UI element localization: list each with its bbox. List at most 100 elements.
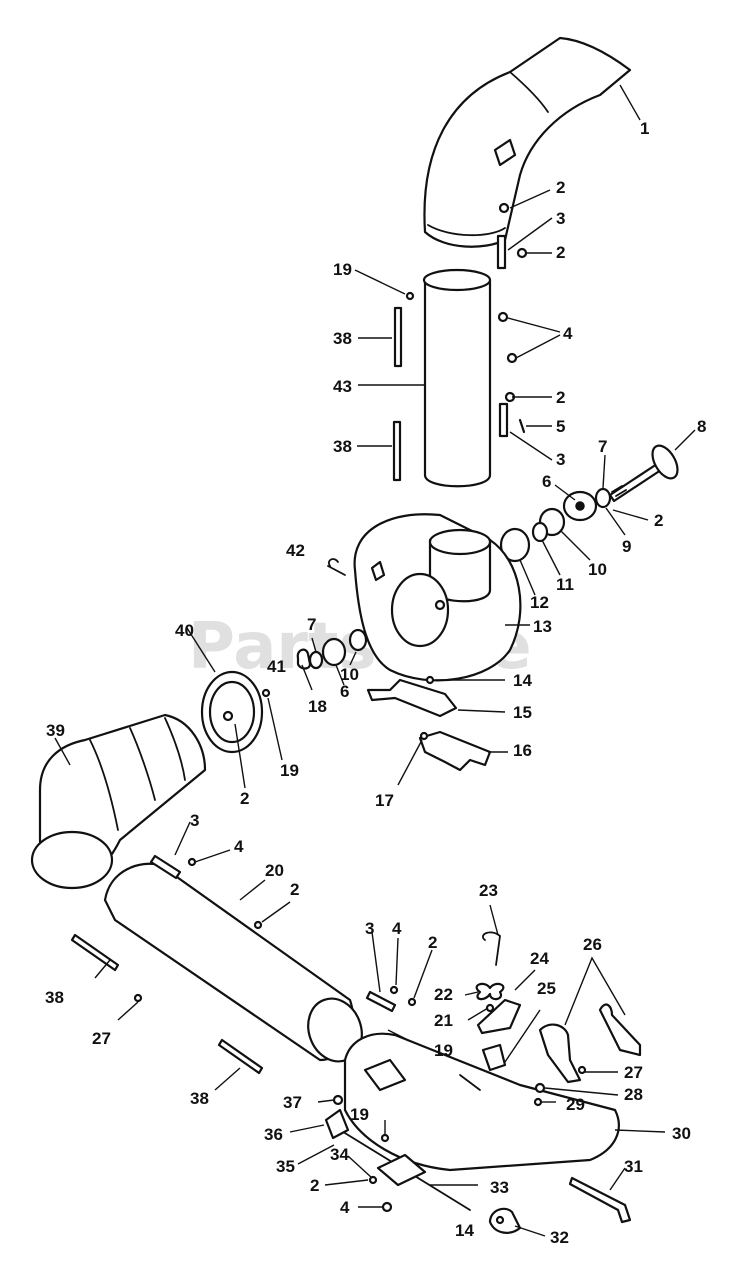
callout-2: 2 [556, 243, 565, 262]
callout-22: 22 [434, 985, 453, 1004]
clamp-bar-bottom-part[interactable] [217, 1038, 264, 1075]
callout-38: 38 [333, 329, 352, 348]
callout-10: 10 [588, 560, 607, 579]
callout-2: 2 [428, 933, 437, 952]
callout-3: 3 [190, 811, 199, 830]
bracket-31-part[interactable] [568, 1176, 632, 1224]
wing-nut-22-part[interactable] [475, 982, 505, 1001]
callout-31: 31 [624, 1157, 643, 1176]
strap-upper-part[interactable] [496, 234, 507, 270]
callout-7: 7 [307, 615, 316, 634]
callout-43: 43 [333, 377, 352, 396]
main-tube-part[interactable] [103, 862, 370, 1069]
bearing-set-upper-part[interactable] [499, 507, 566, 563]
callout-3: 3 [556, 209, 565, 228]
hardware-lower[interactable] [133, 675, 587, 1213]
callout-28: 28 [624, 1085, 643, 1104]
bracket-16-part[interactable] [418, 730, 492, 772]
blower-housing-part[interactable] [353, 513, 522, 682]
callout-5: 5 [556, 417, 565, 436]
callout-9: 9 [622, 537, 631, 556]
callout-14: 14 [455, 1221, 474, 1240]
callout-13: 13 [533, 617, 552, 636]
bracket-26a-part[interactable] [538, 1023, 582, 1084]
callout-38: 38 [333, 437, 352, 456]
callout-18: 18 [308, 697, 327, 716]
callout-23: 23 [479, 881, 498, 900]
callout-41: 41 [267, 657, 286, 676]
flex-hose-part[interactable] [30, 713, 207, 890]
callout-34: 34 [330, 1145, 349, 1164]
callout-38: 38 [45, 988, 64, 1007]
callout-14: 14 [513, 671, 532, 690]
callout-40: 40 [175, 621, 194, 640]
callout-35: 35 [276, 1157, 295, 1176]
callout-15: 15 [513, 703, 532, 722]
callout-6: 6 [542, 472, 551, 491]
callout-1: 1 [640, 119, 649, 138]
callout-labels: 1 2 3 2 19 38 4 43 2 5 38 3 8 7 6 2 9 10… [45, 119, 706, 1247]
callout-2: 2 [310, 1176, 319, 1195]
callout-27: 27 [624, 1063, 643, 1082]
strap-mid-part[interactable] [149, 854, 182, 880]
hardware-nuts[interactable] [405, 202, 528, 434]
callout-4: 4 [234, 837, 244, 856]
strap-right-part[interactable] [365, 990, 397, 1013]
callout-16: 16 [513, 741, 532, 760]
clamp-bar-left-part[interactable] [70, 933, 120, 972]
callout-2: 2 [290, 880, 299, 899]
callout-37: 37 [283, 1093, 302, 1112]
clamp-bar-middle-part[interactable] [392, 420, 402, 482]
callout-39: 39 [46, 721, 65, 740]
callout-4: 4 [340, 1198, 350, 1217]
callout-2: 2 [240, 789, 249, 808]
callout-30: 30 [672, 1124, 691, 1143]
bracket-15-part[interactable] [366, 678, 458, 718]
callout-29: 29 [566, 1095, 585, 1114]
callout-4: 4 [563, 324, 573, 343]
callout-26: 26 [583, 935, 602, 954]
bracket-25-part[interactable] [481, 1043, 507, 1072]
callout-6: 6 [340, 682, 349, 701]
discharge-elbow-part[interactable] [423, 36, 632, 248]
strap-lower-part[interactable] [498, 402, 509, 438]
callout-4: 4 [392, 919, 402, 938]
callout-3: 3 [556, 450, 565, 469]
callout-17: 17 [375, 791, 394, 810]
callout-38: 38 [190, 1089, 209, 1108]
callout-2: 2 [556, 388, 565, 407]
cover-plate-part[interactable] [200, 670, 264, 754]
callout-42: 42 [286, 541, 305, 560]
callout-7: 7 [598, 437, 607, 456]
clip-32-part[interactable] [488, 1207, 522, 1234]
leader-lines [54, 84, 696, 1237]
callout-3: 3 [365, 919, 374, 938]
clamp-bar-upper-part[interactable] [393, 306, 403, 368]
callout-24: 24 [530, 949, 549, 968]
chute-tube-part[interactable] [422, 268, 492, 488]
hook-23-part[interactable] [482, 931, 501, 966]
bearing-flange-upper-part[interactable] [562, 487, 612, 522]
callout-19: 19 [434, 1041, 453, 1060]
callout-21: 21 [434, 1011, 453, 1030]
callout-19: 19 [350, 1105, 369, 1124]
callout-2: 2 [556, 178, 565, 197]
pin-part[interactable] [327, 558, 346, 576]
bracket-24-part[interactable] [476, 998, 522, 1035]
callout-20: 20 [265, 861, 284, 880]
callout-33: 33 [490, 1178, 509, 1197]
bracket-36-part[interactable] [324, 1094, 350, 1140]
callout-25: 25 [537, 979, 556, 998]
rod-33-part[interactable] [339, 1129, 471, 1211]
bracket-26b-part[interactable] [598, 1003, 642, 1057]
callout-2: 2 [654, 511, 663, 530]
callout-32: 32 [550, 1228, 569, 1247]
nozzle-part[interactable] [343, 1032, 620, 1172]
bearing-set-lower-part[interactable] [296, 628, 368, 670]
callout-12: 12 [530, 593, 549, 612]
callout-8: 8 [697, 417, 706, 436]
callout-19: 19 [333, 260, 352, 279]
impeller-shaft-part[interactable] [608, 441, 683, 503]
